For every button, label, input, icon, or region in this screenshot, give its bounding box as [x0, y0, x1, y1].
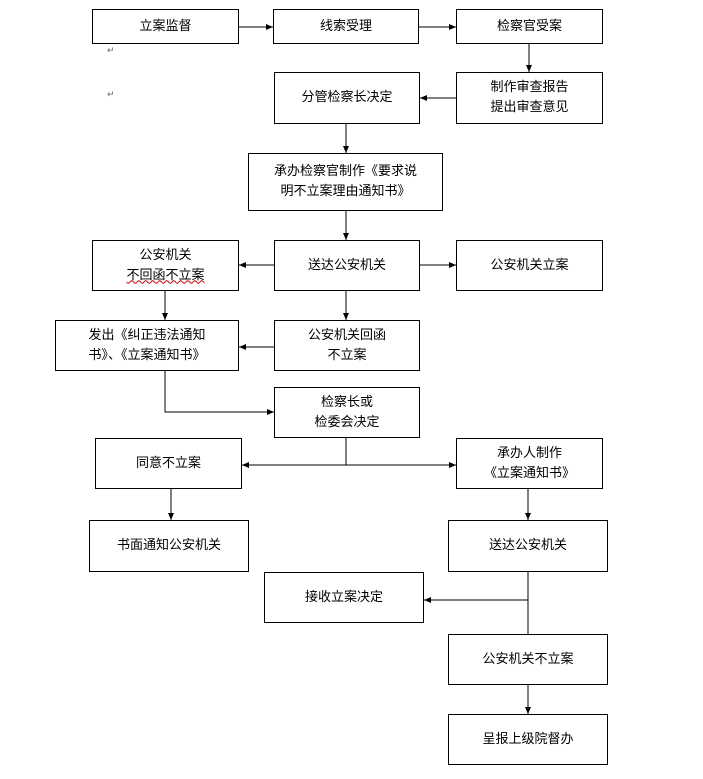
node-line: 送达公安机关	[307, 257, 386, 273]
node-shumian-tongzhi: 书面通知公安机关	[89, 520, 249, 572]
node-line: 公安机关回函	[307, 327, 386, 343]
node-gongan-bu-lian: 公安机关不立案	[448, 634, 608, 685]
node-chengbanren-zhizuo: 承办人制作 《立案通知书》	[456, 438, 603, 489]
node-songda-gongan-2: 送达公安机关	[448, 520, 608, 572]
node-line: 公安机关立案	[490, 257, 569, 273]
node-xiansuo-shouli: 线索受理	[273, 9, 419, 44]
node-jieshou-jueding: 接收立案决定	[264, 572, 424, 623]
node-line: 公安机关不立案	[482, 651, 574, 667]
node-line: 检察长或	[320, 394, 373, 410]
node-gongan-lian: 公安机关立案	[456, 240, 603, 291]
node-line: 线索受理	[319, 18, 372, 34]
node-line: 呈报上级院督办	[482, 731, 574, 747]
node-lian-jiandu: 立案监督	[92, 9, 239, 44]
node-line: 不回函不立案	[126, 267, 205, 283]
paragraph-mark-icon: ↵	[107, 90, 115, 100]
paragraph-mark-icon: ↵	[107, 46, 115, 56]
node-line: 书》、《立案通知书》	[88, 347, 206, 363]
node-fachu-tongzhi: 发出《纠正违法通知 书》、《立案通知书》	[55, 320, 239, 371]
node-gongan-huihan: 公安机关回函 不立案	[274, 320, 420, 371]
node-line: 提出审查意见	[490, 100, 569, 115]
node-line: 送达公安机关	[488, 538, 567, 553]
node-gongan-bu-huihan: 公安机关 不回函不立案	[92, 240, 239, 291]
node-songda-gongan-1: 送达公安机关	[274, 240, 420, 291]
node-chengbao-duban: 呈报上级院督办	[448, 714, 608, 765]
node-line: 《立案通知书》	[483, 465, 575, 481]
node-line: 检委会决定	[314, 414, 380, 430]
node-fenguan-jueding: 分管检察长决定	[274, 72, 420, 124]
node-line: 发出《纠正违法通知	[88, 327, 206, 343]
node-jianchaguan-shouan: 检察官受案	[456, 9, 603, 44]
node-line: 接收立案决定	[304, 589, 383, 605]
node-line: 分管检察长决定	[301, 90, 393, 105]
node-line: 同意不立案	[135, 455, 201, 471]
node-line: 不立案	[327, 347, 367, 363]
node-tongyi-bu-lian: 同意不立案	[95, 438, 242, 489]
node-line: 书面通知公安机关	[116, 538, 221, 553]
node-line: 制作审查报告	[490, 80, 569, 95]
node-chengban-zhizuo: 承办检察官制作《要求说 明不立案理由通知书》	[248, 153, 443, 211]
node-line: 承办检察官制作《要求说	[273, 164, 417, 179]
node-line: 承办人制作	[496, 445, 562, 461]
arrow-fachu-to-jueding	[164, 371, 274, 415]
node-jianchazhang-jueding: 检察长或 检委会决定	[274, 387, 420, 438]
node-line: 检察官受案	[496, 18, 562, 34]
node-line: 公安机关	[139, 247, 192, 263]
node-line: 立案监督	[139, 18, 192, 34]
node-zhizuo-baogao: 制作审查报告 提出审查意见	[456, 72, 603, 124]
node-line: 明不立案理由通知书》	[280, 184, 411, 199]
